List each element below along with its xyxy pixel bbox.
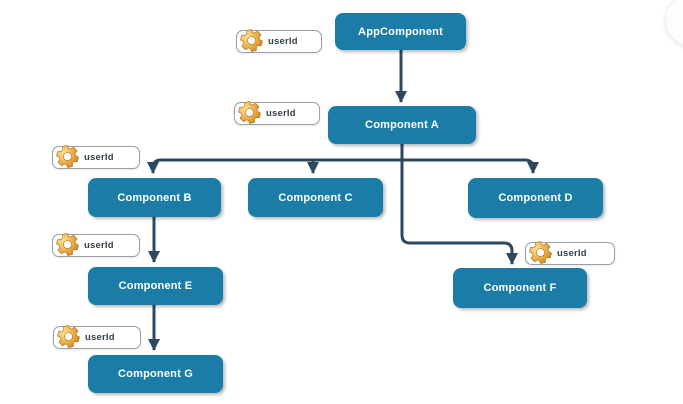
edge-rail-to-d [402, 158, 539, 174]
prop-pill-label: userId [85, 332, 115, 343]
node-component-f: Component F [453, 268, 587, 308]
gear-icon [51, 140, 84, 173]
gear-icon [52, 320, 85, 353]
prop-pill-component-g: userId [53, 326, 141, 349]
prop-pill-component-a: userId [234, 102, 320, 125]
prop-pill-label: userId [266, 108, 296, 119]
prop-pill-label: userId [268, 36, 298, 47]
prop-pill-component-f: userId [525, 242, 615, 265]
prop-pill-label: userId [84, 152, 114, 163]
node-component-d: Component D [468, 178, 603, 218]
gear-icon [233, 96, 266, 129]
floating-button-partial[interactable] [666, 0, 683, 46]
gear-icon [524, 236, 557, 269]
prop-pill-label: userId [84, 240, 114, 251]
node-component-e: Component E [88, 267, 223, 305]
node-component-b: Component B [88, 178, 221, 217]
gear-icon [51, 228, 84, 261]
prop-pill-component-b: userId [52, 146, 140, 169]
gear-icon [235, 24, 268, 57]
node-component-a: Component A [328, 106, 476, 144]
node-appcomponent: AppComponent [335, 13, 466, 50]
prop-pill-appcomponent: userId [236, 30, 322, 53]
edge-rail-to-b [147, 158, 402, 174]
node-component-g: Component G [88, 355, 223, 393]
prop-pill-component-e: userId [52, 234, 140, 257]
node-component-c: Component C [248, 178, 383, 217]
prop-pill-label: userId [557, 248, 587, 259]
